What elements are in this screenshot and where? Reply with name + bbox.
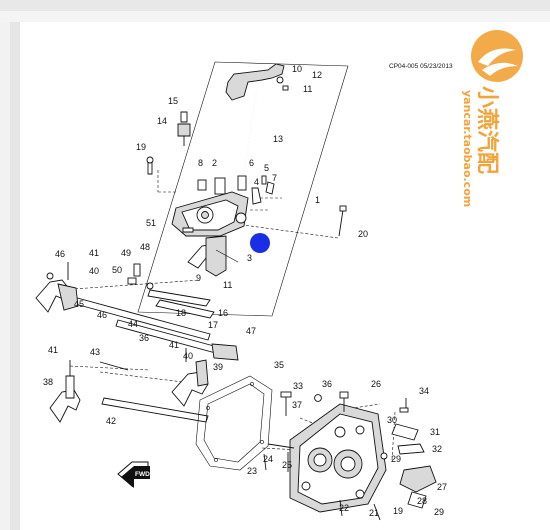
part-number-label: 19: [393, 506, 403, 516]
part-number-label: 27: [437, 482, 447, 492]
part-number-label: 36: [139, 333, 149, 343]
forward-arrow: FWD: [117, 461, 150, 488]
part-number-label: 32: [432, 444, 442, 454]
shift-fork-38: [49, 360, 81, 423]
shop-name: 小燕汽配: [474, 86, 500, 174]
part-number-label: 15: [168, 96, 178, 106]
part-number-label: 50: [112, 265, 122, 275]
shift-housing: [171, 175, 275, 237]
part-number-label: 31: [430, 427, 440, 437]
shift-fork-9: [187, 235, 239, 277]
part-number-label: 2: [212, 158, 217, 168]
part-number-label: 39: [213, 362, 223, 372]
part-number-label: 11: [223, 280, 232, 290]
part-number-label: 36: [322, 379, 332, 389]
case-fasteners: [263, 391, 409, 521]
part-number-label: 19: [136, 142, 146, 152]
bolt-group-top-left: [146, 111, 191, 175]
shift-fork-40: [35, 262, 79, 313]
part-number-label: 23: [247, 466, 257, 476]
part-number-label: 47: [246, 326, 256, 336]
shop-url: yancar.taobao.com: [461, 90, 474, 207]
part-number-label: 44: [128, 319, 138, 329]
part-number-label: 29: [434, 507, 444, 517]
part-number-label: 17: [208, 320, 218, 330]
part-number-label: 40: [89, 266, 99, 276]
part-number-label: 14: [157, 116, 167, 126]
pin-20: [338, 205, 347, 237]
part-number-label: 49: [121, 248, 131, 258]
part-number-label: 30: [387, 415, 397, 425]
part-number-label: 10: [292, 64, 302, 74]
part-number-label: 26: [371, 379, 381, 389]
part-number-label: 20: [358, 229, 368, 239]
part-number-label: 34: [419, 386, 429, 396]
part-47: [211, 343, 239, 361]
part-number-label: 46: [55, 249, 65, 259]
small-parts-48-51: [127, 227, 194, 290]
part-number-label: 21: [369, 508, 379, 518]
highlight-marker: [250, 233, 270, 253]
part-number-label: 51: [146, 218, 156, 228]
part-number-label: 28: [417, 496, 427, 506]
assembly-frame: [137, 61, 349, 317]
part-number-label: 24: [263, 454, 273, 464]
shop-watermark: 小燕汽配 yancar.taobao.com: [461, 30, 523, 207]
part-number-label: 29: [391, 454, 401, 464]
transmission-case: [289, 403, 387, 513]
frame-border-top: [0, 0, 550, 22]
part-number-label: 37: [292, 400, 302, 410]
part-number-label: 6: [249, 158, 254, 168]
part-number-label: 13: [273, 134, 283, 144]
part-number-label: 8: [198, 158, 203, 168]
part-number-label: 41: [89, 248, 99, 258]
shift-rails: [67, 289, 237, 423]
part-number-label: 16: [218, 308, 228, 318]
part-number-label: 41: [169, 340, 179, 350]
frame-border-left: [0, 0, 20, 530]
part-number-label: 4: [254, 177, 259, 187]
part-number-label: 18: [176, 308, 186, 318]
part-number-label: 41: [48, 345, 58, 355]
part-number-label: 12: [312, 70, 322, 80]
part-number-label: 11: [303, 84, 312, 94]
shift-fork-39: [171, 348, 209, 407]
part-number-label: 48: [140, 242, 150, 252]
part-number-label: 3: [247, 253, 252, 263]
part-number-label: 25: [282, 460, 292, 470]
forward-label: FWD: [135, 471, 150, 478]
part-number-label: 33: [293, 381, 303, 391]
part-number-label: 1: [315, 195, 320, 205]
part-number-label: 9: [196, 273, 201, 283]
part-number-label: 40: [183, 351, 193, 361]
part-number-label: 46: [97, 310, 107, 320]
shop-logo: [471, 30, 523, 82]
part-number-label: 42: [106, 416, 116, 426]
part-number-label: 5: [264, 163, 269, 173]
part-number-label: 35: [274, 360, 284, 370]
part-number-label: 7: [272, 173, 277, 183]
part-number-label: 45: [74, 299, 84, 309]
diagram-paper: [20, 22, 550, 530]
gasket-35: [195, 375, 273, 471]
part-number-label: 38: [43, 377, 53, 387]
part-number-label: 22: [339, 503, 349, 513]
part-number-label: 43: [90, 347, 100, 357]
case-levers-right: [380, 423, 437, 509]
document-code: CP04-005 05/23/2013: [389, 63, 453, 70]
